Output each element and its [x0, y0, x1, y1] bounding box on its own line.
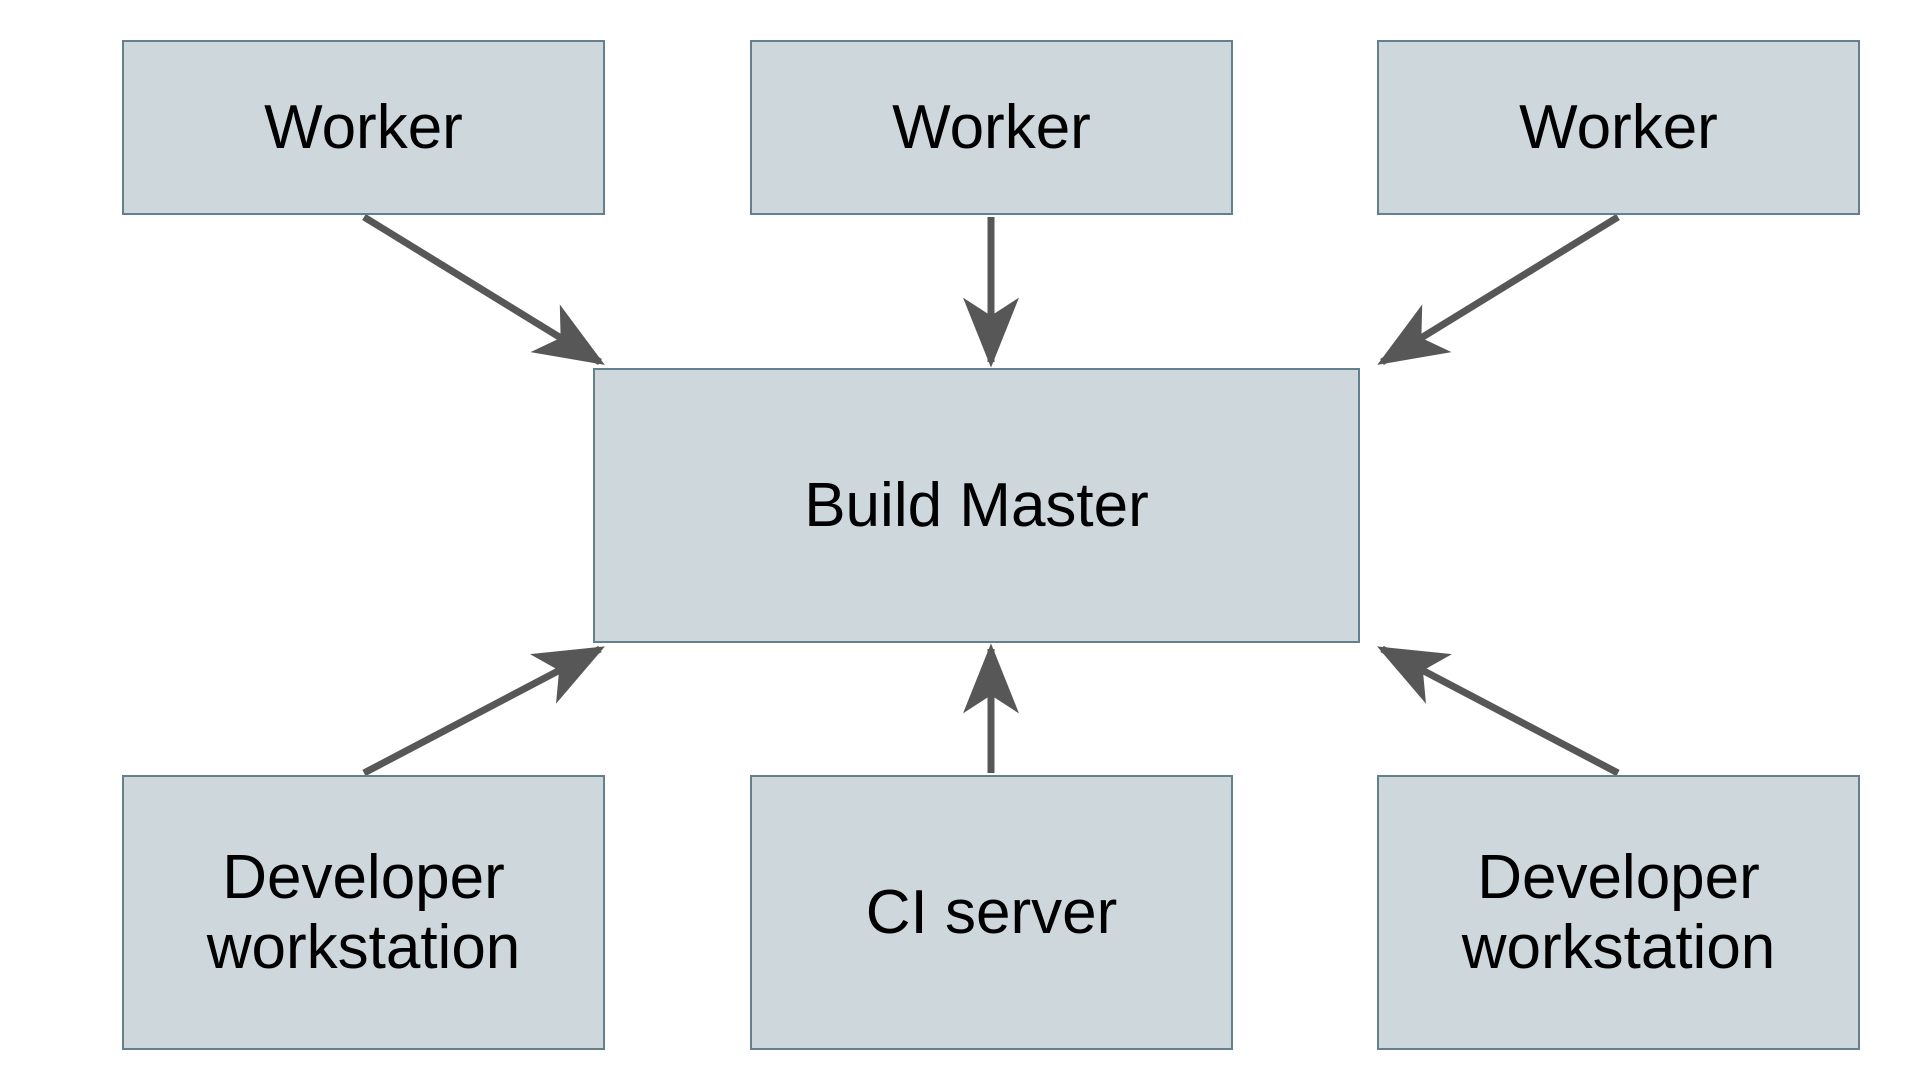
node-worker-2-label: Worker: [892, 92, 1091, 162]
edge-dev-2-to-master: [1377, 645, 1620, 777]
node-developer-workstation-1[interactable]: Developer workstation: [122, 775, 605, 1050]
edge-worker-3-to-master: [1377, 214, 1620, 365]
node-worker-2[interactable]: Worker: [750, 40, 1233, 215]
node-ci-server-label: CI server: [865, 877, 1118, 947]
edge-dev-1-to-master: [362, 645, 605, 777]
node-worker-1-label: Worker: [264, 92, 463, 162]
node-build-master[interactable]: Build Master: [593, 368, 1360, 643]
node-worker-3-label: Worker: [1519, 92, 1718, 162]
node-developer-workstation-2[interactable]: Developer workstation: [1377, 775, 1860, 1050]
node-developer-workstation-1-label: Developer workstation: [206, 843, 521, 982]
edge-worker-1-to-master: [362, 214, 605, 365]
node-ci-server[interactable]: CI server: [750, 775, 1233, 1050]
node-worker-1[interactable]: Worker: [122, 40, 605, 215]
node-developer-workstation-2-label: Developer workstation: [1461, 843, 1776, 982]
node-worker-3[interactable]: Worker: [1377, 40, 1860, 215]
node-build-master-label: Build Master: [804, 470, 1149, 540]
